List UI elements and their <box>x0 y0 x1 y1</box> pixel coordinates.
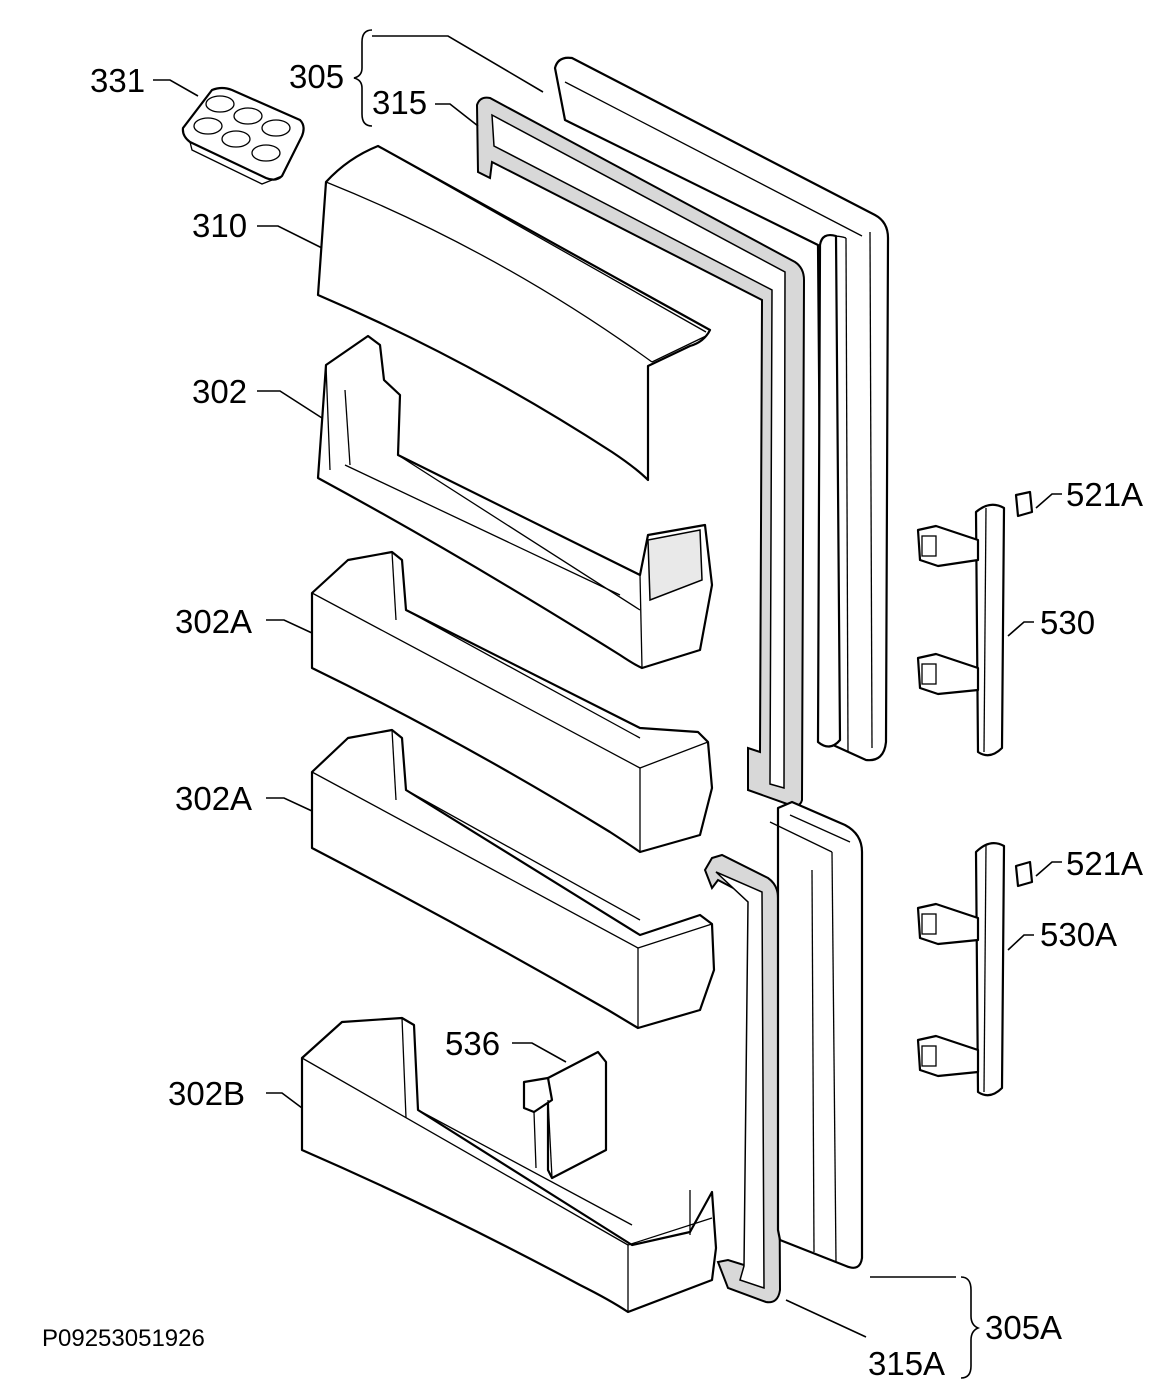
upper-cap <box>1014 490 1034 518</box>
label-315: 315 <box>372 84 427 121</box>
label-305a: 305A <box>985 1309 1062 1346</box>
upper-door <box>553 56 890 762</box>
label-530a: 530A <box>1040 916 1117 953</box>
bottom-shelf <box>300 1016 718 1314</box>
label-305: 305 <box>289 58 344 95</box>
bottle-divider <box>522 1050 608 1180</box>
lower-gasket <box>703 853 782 1304</box>
lower-door <box>769 800 864 1269</box>
label-331: 331 <box>90 62 145 99</box>
label-302a-2: 302A <box>175 780 252 817</box>
middle-shelf-1 <box>310 550 714 854</box>
leader-lines <box>153 29 1062 1379</box>
label-521a-upper: 521A <box>1066 476 1143 513</box>
upper-shelf <box>316 334 714 670</box>
label-302a-1: 302A <box>175 603 252 640</box>
drawing-code: P09253051926 <box>42 1325 205 1352</box>
lower-cap <box>1014 860 1034 888</box>
upper-gasket <box>475 96 806 807</box>
middle-shelf-2 <box>310 728 716 1030</box>
label-315a: 315A <box>868 1345 945 1382</box>
label-521a-lower: 521A <box>1066 845 1143 882</box>
shelf-cover <box>316 144 712 482</box>
lower-handle <box>916 841 1006 1097</box>
label-302: 302 <box>192 373 247 410</box>
egg-tray <box>181 86 305 185</box>
label-302b: 302B <box>168 1075 245 1112</box>
label-310: 310 <box>192 207 247 244</box>
upper-handle <box>916 503 1006 757</box>
label-530: 530 <box>1040 604 1095 641</box>
label-536: 536 <box>445 1025 500 1062</box>
part-labels: 331 305 315 310 302 302A 302A 536 302B 5… <box>42 58 1143 1382</box>
